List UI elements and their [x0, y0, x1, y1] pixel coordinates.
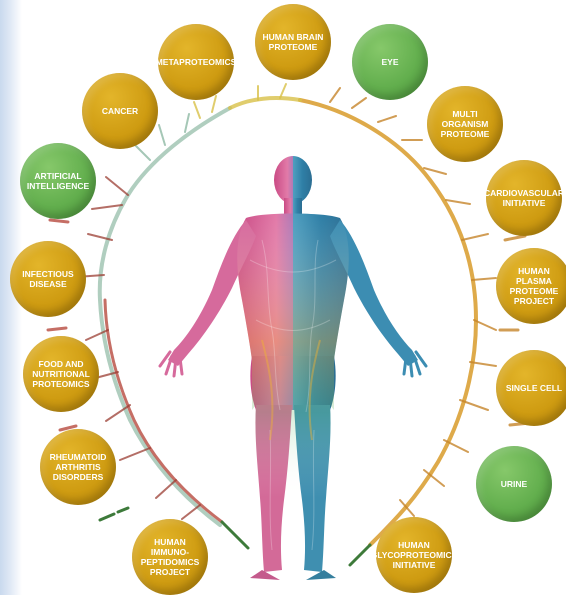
node-label: HUMAN BRAIN PROTEOME	[263, 32, 324, 52]
node-cardiovascular-initiative: CARDIOVASCULAR INITIATIVE	[486, 160, 562, 236]
node-artificial-intelligence: ARTIFICIAL INTELLIGENCE	[20, 143, 96, 219]
node-food-and-nutritional-proteomics: FOOD AND NUTRITIONAL PROTEOMICS	[23, 336, 99, 412]
node-label: EYE	[381, 57, 398, 67]
node-cancer: CANCER	[82, 73, 158, 149]
node-label: ARTIFICIAL INTELLIGENCE	[27, 171, 89, 191]
node-single-cell: SINGLE CELL	[496, 350, 566, 426]
node-label: HUMAN PLASMA PROTEOME PROJECT	[510, 266, 559, 307]
node-human-plasma-proteome-project: HUMAN PLASMA PROTEOME PROJECT	[496, 248, 566, 324]
node-label: SINGLE CELL	[506, 383, 562, 393]
node-label: CANCER	[102, 106, 138, 116]
node-label: FOOD AND NUTRITIONAL PROTEOMICS	[32, 359, 90, 390]
human-body-figure	[160, 156, 426, 580]
node-human-immuno-peptidomics-project: HUMAN IMMUNO- PEPTIDOMICS PROJECT	[132, 519, 208, 595]
node-label: RHEUMATOID ARTHRITIS DISORDERS	[50, 452, 107, 483]
node-infectious-disease: INFECTIOUS DISEASE	[10, 241, 86, 317]
node-label: URINE	[501, 479, 527, 489]
node-human-glycoproteomics-initiative: HUMAN GLYCOPROTEOMICS INITIATIVE	[376, 517, 452, 593]
node-label: HUMAN IMMUNO- PEPTIDOMICS PROJECT	[141, 537, 200, 578]
node-multi-organism-proteome: MULTI ORGANISM PROTEOME	[427, 86, 503, 162]
node-label: HUMAN GLYCOPROTEOMICS INITIATIVE	[371, 540, 458, 571]
node-human-brain-proteome: HUMAN BRAIN PROTEOME	[255, 4, 331, 80]
node-label: MULTI ORGANISM PROTEOME	[433, 109, 497, 140]
node-metaproteomics: METAPROTEOMICS	[158, 24, 234, 100]
node-eye: EYE	[352, 24, 428, 100]
node-rheumatoid-arthritis-disorders: RHEUMATOID ARTHRITIS DISORDERS	[40, 429, 116, 505]
node-label: INFECTIOUS DISEASE	[22, 269, 73, 289]
node-label: METAPROTEOMICS	[156, 57, 237, 67]
node-label: CARDIOVASCULAR INITIATIVE	[484, 188, 564, 208]
node-urine: URINE	[476, 446, 552, 522]
